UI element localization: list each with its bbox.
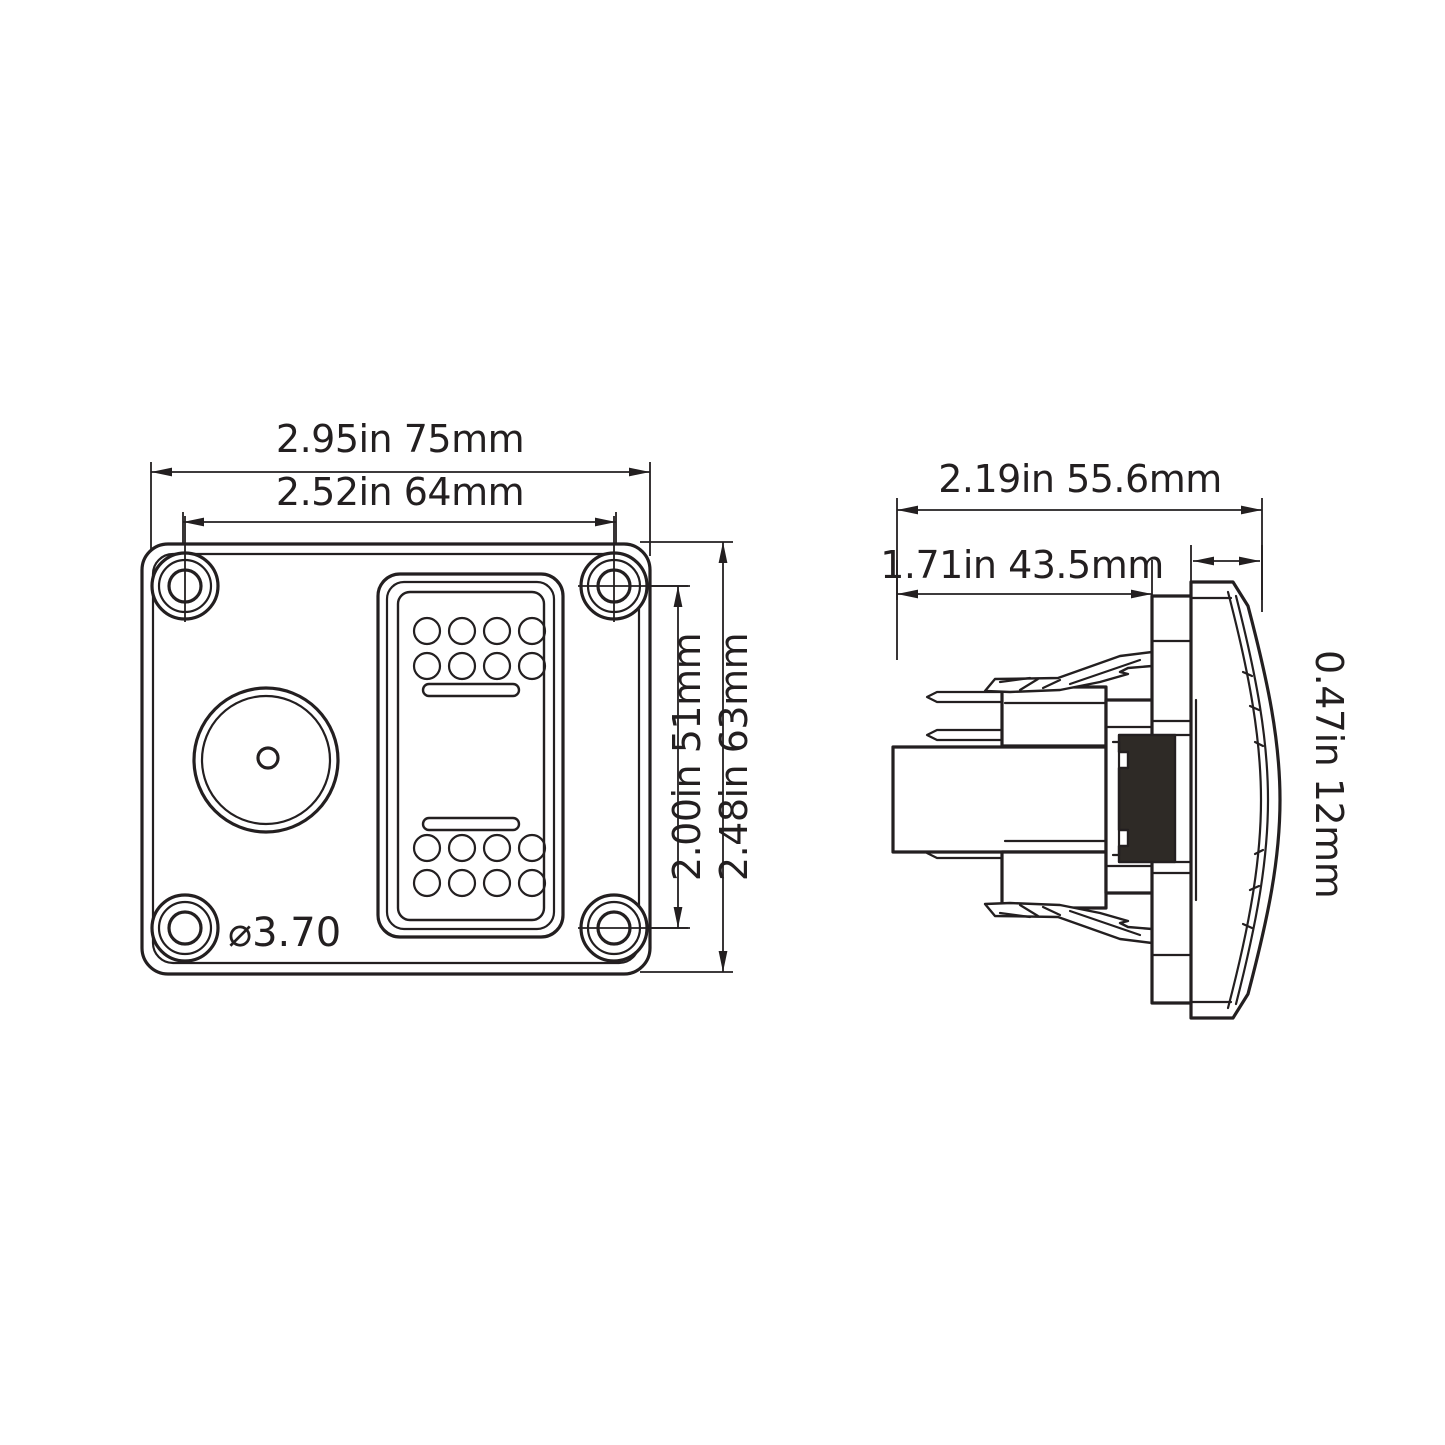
dimension-hole-spacing-width-label: 2.52in 64mm: [276, 470, 524, 514]
rocker-bezel-mid: [385, 580, 556, 931]
dimension-body-depth-label: 2.19in 55.6mm: [938, 457, 1221, 501]
dimension-body-depth: 2.19in 55.6mm: [896, 457, 1263, 600]
dimension-hole-spacing-width: 2.52in 64mm: [182, 470, 617, 598]
terminal-blade-1: [925, 690, 1015, 704]
indicator-ring: [192, 686, 340, 834]
dimension-overall-height-label: 2.48in 63mm: [712, 633, 756, 881]
switch-body-lower: [1000, 850, 1108, 910]
rocker-switch[interactable]: [376, 572, 565, 939]
rocker-slot-bottom: [421, 816, 521, 832]
dimension-behind-panel-depth-label: 1.71in 43.5mm: [880, 543, 1163, 587]
clip-top-ramp: [983, 650, 1154, 694]
mounting-clip-bottom: [983, 901, 1154, 945]
bezel-mid-step: [1189, 698, 1198, 902]
mounting-hole-bottom-left: [150, 893, 220, 963]
mounting-hole-bottom-right: [578, 893, 690, 963]
rocker-dots-bottom: [412, 833, 547, 898]
gasket-body: [1117, 733, 1177, 864]
dimension-bezel-thickness-label: 0.47in 12mm: [1307, 650, 1351, 898]
dimension-bezel-thickness: 0.47in 12mm: [1190, 545, 1351, 898]
terminal-blade-2: [925, 728, 1015, 742]
faceplate-bezel: [1189, 580, 1282, 1020]
side-view: 2.19in 55.6mm 1.71in 43.5mm 0.47in 12mm: [880, 457, 1351, 1020]
mounting-hole-top-left: [150, 516, 220, 622]
rocker-slot-top: [421, 682, 521, 698]
rocker-dots-top: [412, 616, 547, 681]
diameter-callout: ⌀3.70: [228, 910, 341, 956]
bezel-outer-profile: [1189, 580, 1282, 1020]
mounting-hole-top-right: [578, 516, 690, 622]
dimension-hole-spacing-height: 2.00in 51mm: [600, 585, 709, 929]
diameter-callout-label: ⌀3.70: [228, 910, 341, 956]
front-view: 2.95in 75mm 2.52in 64mm 2.48in 63mm: [140, 417, 756, 976]
dimension-overall-height: 2.48in 63mm: [640, 541, 756, 973]
dimension-overall-width-label: 2.95in 75mm: [276, 417, 524, 461]
switch-body-upper: [1000, 685, 1108, 748]
dimension-overall-width: 2.95in 75mm: [150, 417, 651, 556]
dimension-hole-spacing-height-label: 2.00in 51mm: [665, 633, 709, 881]
indicator-center-dot: [256, 746, 280, 770]
sealing-gasket: [1111, 733, 1193, 864]
clip-bottom-ramp: [983, 901, 1154, 945]
panel-inner-edge: [151, 552, 641, 965]
switch-body-center: [891, 745, 1108, 854]
indicator-outer-circle: [192, 686, 340, 834]
mounting-clip-top: [983, 650, 1154, 694]
indicator-inner-circle: [200, 694, 332, 826]
dimension-behind-panel-depth: 1.71in 43.5mm: [880, 543, 1164, 660]
